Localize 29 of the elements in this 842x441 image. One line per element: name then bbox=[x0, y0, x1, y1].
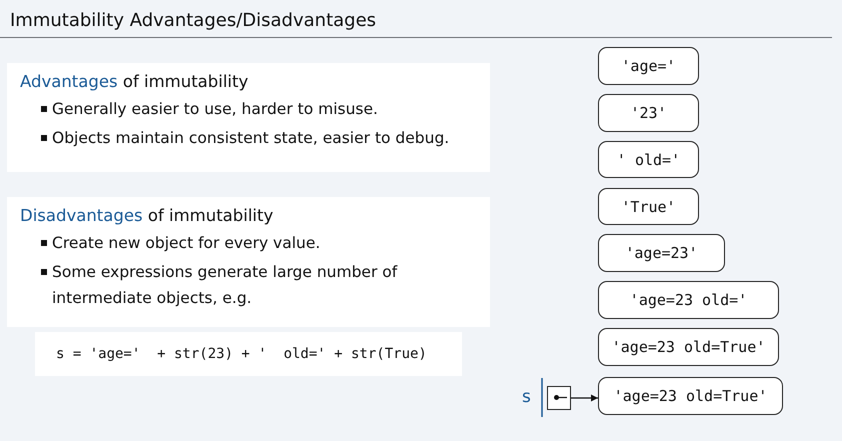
arrow bbox=[571, 394, 598, 402]
string-value: 'age=23 old=' bbox=[630, 290, 748, 310]
pointer-box bbox=[547, 386, 571, 410]
string-object bbox=[598, 281, 779, 319]
slide-title: Immutability Advantages/Disadvantages bbox=[10, 9, 376, 33]
bullet-text: Some expressions generate large number of intermediate objects, e.g. bbox=[52, 262, 398, 309]
code-text: s = 'age=' + str(23) + ' old=' + str(True) bbox=[56, 345, 427, 364]
text-panel bbox=[7, 197, 490, 327]
string-value: 'True' bbox=[621, 196, 676, 216]
string-object bbox=[598, 377, 783, 415]
string-object bbox=[598, 188, 699, 225]
bullet-text: Create new object for every value. bbox=[52, 233, 320, 254]
bullet-text: Generally easier to use, harder to misuse. bbox=[52, 99, 378, 120]
text-panel bbox=[7, 63, 490, 172]
string-value: 'age=23 old=True' bbox=[612, 337, 766, 357]
string-value: 'age=23 old=True' bbox=[614, 386, 768, 406]
string-object bbox=[598, 94, 699, 132]
string-value: '23' bbox=[630, 103, 667, 123]
string-object bbox=[598, 234, 725, 272]
variable-name: s bbox=[522, 387, 531, 407]
string-value: 'age=23' bbox=[625, 243, 698, 263]
string-value: ' old=' bbox=[616, 150, 680, 170]
panel-heading: Advantages of immutability bbox=[20, 71, 248, 93]
string-object bbox=[598, 328, 779, 366]
string-value: 'age=' bbox=[621, 56, 676, 76]
bullet-text: Objects maintain consistent state, easier to debug. bbox=[52, 128, 450, 149]
string-object bbox=[598, 47, 699, 85]
string-object bbox=[598, 141, 699, 178]
panel-heading: Disadvantages of immutability bbox=[20, 205, 274, 227]
